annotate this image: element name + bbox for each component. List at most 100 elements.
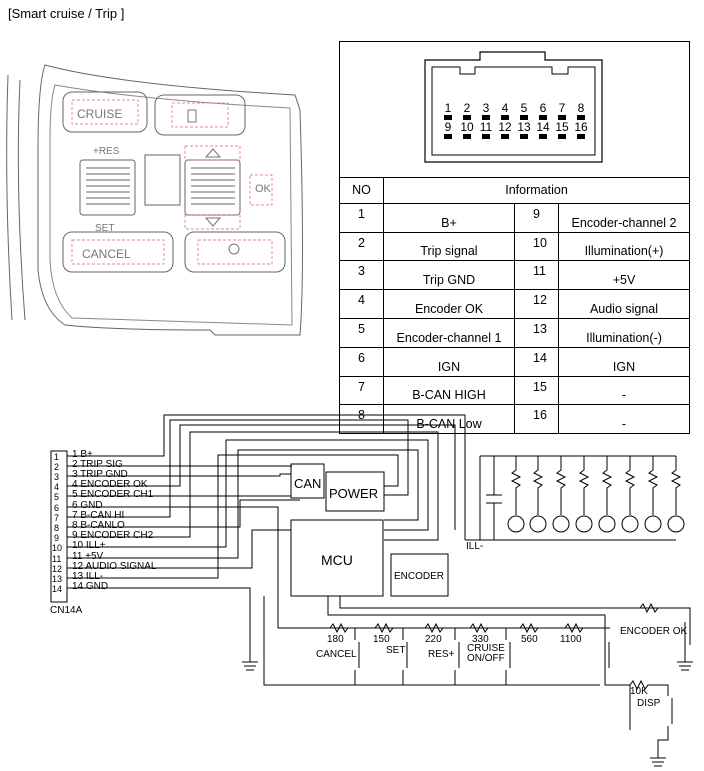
pin-8: 8 [578, 101, 585, 115]
pin-3: 3 [483, 101, 490, 115]
trip-button [154, 94, 246, 136]
row-no2: 15 [514, 375, 559, 406]
row-no2: 13 [514, 317, 559, 348]
switch-cancel: CANCEL [316, 649, 357, 660]
row-info2: IGN [558, 346, 690, 377]
switch-onoff: ON/OFF [467, 653, 505, 664]
pin-7: 7 [559, 101, 566, 115]
page-title: [Smart cruise / Trip ] [8, 6, 125, 21]
row-no: 7 [339, 375, 384, 406]
cruise-label: CRUISE [77, 107, 122, 121]
trip-highlight [171, 102, 229, 128]
pin-12: 12 [498, 120, 512, 134]
row-info: Encoder-channel 1 [383, 317, 515, 348]
row-info2: Audio signal [558, 289, 690, 319]
res-label: +RES [93, 146, 120, 157]
row-info2: - [558, 404, 690, 435]
row-no2: 11 [514, 260, 559, 291]
disp-resistor-label: 10K [630, 686, 648, 697]
table-row: 1 B+ 9 Encoder-channel 2 [339, 202, 690, 233]
row-info2: +5V [558, 260, 690, 291]
resistor-330: 330 [472, 634, 489, 645]
pin-label-2: 2 TRIP SIG [72, 459, 123, 470]
pin-label-13: 13 ILL- [72, 571, 103, 582]
pin-11: 11 [480, 120, 493, 134]
power-label: POWER [329, 486, 378, 501]
pin-16: 16 [574, 120, 588, 134]
switch-set: SET [386, 645, 405, 656]
pin-label-6: 6 GND [72, 500, 103, 511]
up-arrow-icon [204, 148, 222, 158]
pin-10: 10 [460, 120, 474, 134]
row-no2: 12 [514, 289, 559, 319]
can-label: CAN [294, 476, 321, 491]
row-no2: 9 [514, 202, 559, 233]
row-no2: 14 [514, 346, 559, 377]
pin-number-4: 4 [54, 482, 59, 492]
resistor-150: 150 [373, 634, 390, 645]
table-row: 2 Trip signal 10 Illumination(+) [339, 231, 690, 262]
row-info: IGN [383, 346, 515, 377]
down-arrow-icon [204, 217, 222, 227]
trip-icon [187, 109, 197, 123]
switch-housing [37, 64, 303, 336]
pin-label-14: 14 GND [72, 581, 108, 592]
table-header-row: NO Information [339, 177, 690, 204]
pin-number-13: 13 [52, 574, 62, 584]
row-info2: Illumination(-) [558, 317, 690, 348]
table-row: 4 Encoder OK 12 Audio signal [339, 289, 690, 319]
pin-4: 4 [502, 101, 509, 115]
resistor-560: 560 [521, 634, 538, 645]
pin-number-7: 7 [54, 513, 59, 523]
pin-label-7: 7 B-CAN HI [72, 510, 124, 521]
row-no2: 16 [514, 404, 559, 435]
row-no2: 10 [514, 231, 559, 262]
cruise-highlight [71, 99, 139, 125]
pin-label-10: 10 ILL+ [72, 540, 106, 551]
pin-label-11: 11 +5V [72, 551, 104, 562]
pin-label-5: 5 ENCODER CH1 [72, 489, 154, 500]
row-no: 2 [339, 231, 384, 262]
switch-res: RES+ [428, 649, 455, 660]
set-label: SET [95, 223, 114, 234]
pin-1: 1 [445, 101, 452, 115]
row-info: B+ [383, 202, 515, 233]
voice-icon [228, 243, 240, 255]
connector-drawing: 1 2 3 4 5 6 7 8 9 10 11 12 13 14 15 16 [339, 41, 690, 178]
pin-number-1: 1 [54, 452, 59, 462]
encoder-block [390, 553, 449, 597]
up-highlight [184, 145, 241, 161]
pin-15: 15 [555, 120, 569, 134]
mcu-block [290, 519, 384, 597]
mcu-label: MCU [321, 552, 353, 568]
connector-inner [431, 66, 596, 156]
left-wheel-roller [79, 159, 136, 216]
voice-highlight [197, 239, 273, 265]
pin-label-3: 3 TRIP GND [72, 469, 128, 480]
pin-number-8: 8 [54, 523, 59, 533]
can-block [290, 463, 325, 499]
cancel-highlight [71, 239, 165, 265]
row-no: 1 [339, 202, 384, 233]
row-info2: - [558, 375, 690, 406]
connector-outline [424, 51, 603, 163]
wheel-edge-outer [6, 74, 13, 321]
center-rocker [144, 154, 181, 206]
cancel-label: CANCEL [82, 247, 131, 261]
row-no: 5 [339, 317, 384, 348]
cruise-button [62, 91, 148, 133]
pin-number-12: 12 [52, 564, 62, 574]
resistor-180: 180 [327, 634, 344, 645]
wheel-edge [17, 79, 26, 321]
pin-label-1: 1 B+ [72, 449, 93, 460]
pin-13: 13 [517, 120, 531, 134]
pin-label-8: 8 B-CANLO [72, 520, 125, 531]
pin-2: 2 [464, 101, 471, 115]
row-info: Trip signal [383, 231, 515, 262]
ok-label: OK [255, 183, 272, 195]
steering-switch-illustration: CRUISE +RES SET CANCEL OK [6, 64, 303, 336]
table-row: 3 Trip GND 11 +5V [339, 260, 690, 291]
ok-highlight [249, 174, 273, 206]
pin-14: 14 [536, 120, 550, 134]
row-info2: Illumination(+) [558, 231, 690, 262]
